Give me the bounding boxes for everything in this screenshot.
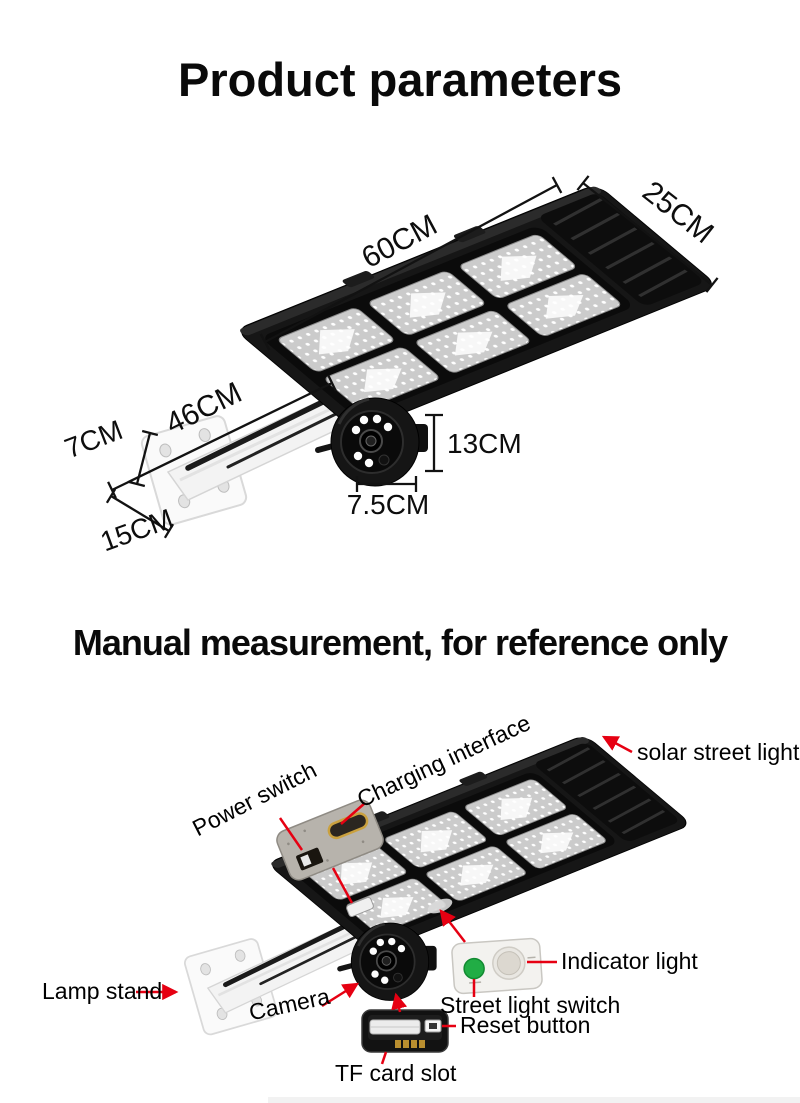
camera-up-callout-line xyxy=(391,992,408,1013)
tf-reset-inset xyxy=(361,1009,449,1053)
callouts-figure: solar street light Power switch Charging… xyxy=(42,709,800,1086)
dim-camera-diameter: 7.5CM xyxy=(347,476,429,520)
lamp-stand-label: Lamp stand xyxy=(42,978,162,1004)
tf-card-slot-label: TF card slot xyxy=(335,1060,457,1086)
dim-bracket-height-label: 7CM xyxy=(60,414,126,464)
camera-callout-line xyxy=(321,982,360,1008)
chip-to-lamp-line xyxy=(331,867,354,904)
power-charging-inset xyxy=(276,799,384,881)
inset-to-lamp-line xyxy=(439,909,466,943)
next-section-edge xyxy=(268,1097,800,1103)
charging-port-on-lamp xyxy=(346,896,374,918)
dim-camera-height-label: 13CM xyxy=(447,428,522,459)
solar-callout-line xyxy=(601,735,633,754)
indicator-light-label: Indicator light xyxy=(561,948,698,974)
street-light-switch-button xyxy=(463,957,485,980)
indicator-inset xyxy=(451,937,543,995)
solar-street-light-label: solar street light xyxy=(637,739,800,765)
power-switch-icon xyxy=(296,847,324,871)
reference-note: Manual measurement, for reference only xyxy=(72,622,728,663)
street-light-switch-label: Street light switch xyxy=(440,992,620,1018)
switch-port-on-lamp xyxy=(427,898,453,914)
power-callout-line xyxy=(278,817,304,851)
reset-button-label: Reset button xyxy=(460,1012,590,1038)
dimensions-figure: 60CM 25CM 46CM 7CM 15CM xyxy=(60,175,800,557)
page-title: Product parameters xyxy=(177,53,623,106)
tf-callout-line xyxy=(380,1051,388,1065)
dim-camera-height: 13CM xyxy=(425,413,522,473)
charging-callout-line xyxy=(340,802,366,825)
dim-camera-diameter-label: 7.5CM xyxy=(347,489,429,520)
